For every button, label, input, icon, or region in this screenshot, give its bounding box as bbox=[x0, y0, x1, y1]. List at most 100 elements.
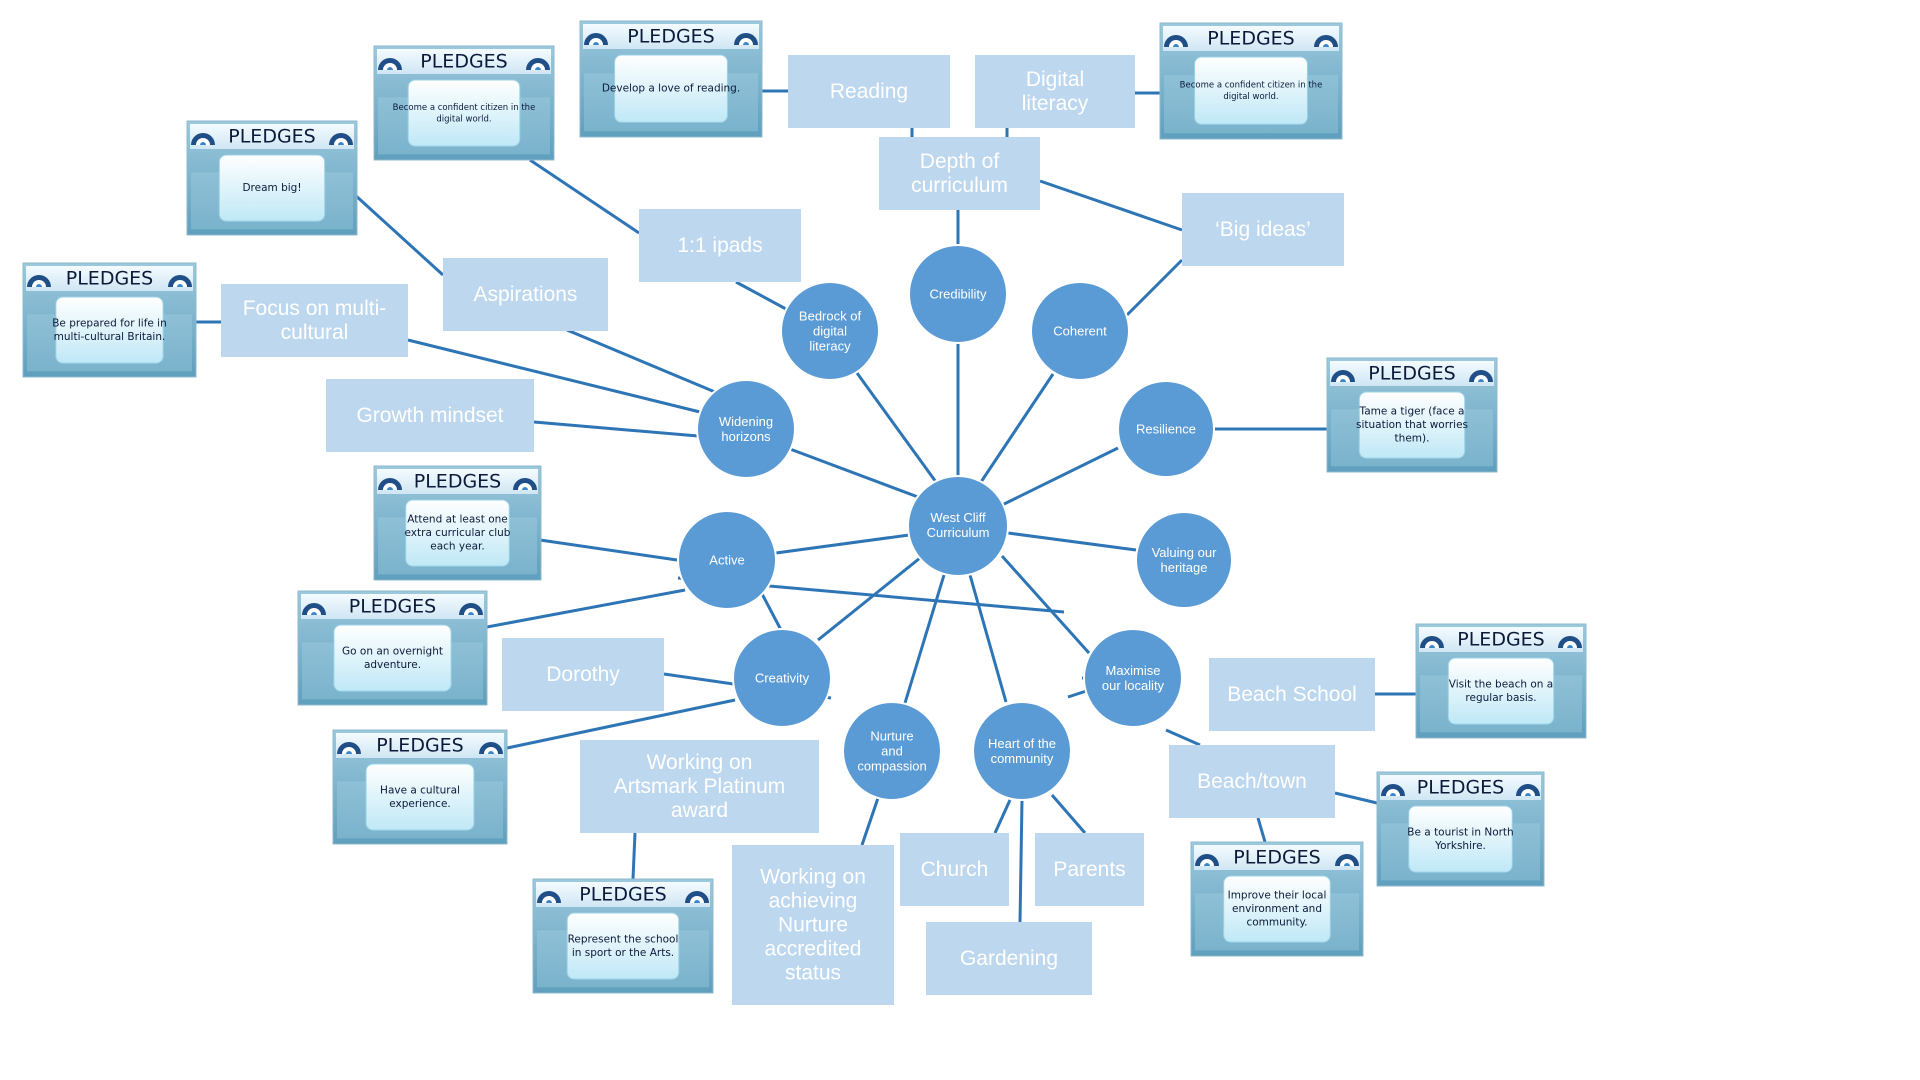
school-logo-icon bbox=[1331, 370, 1355, 382]
hub-label-line: horizons bbox=[721, 429, 771, 444]
box-background bbox=[1209, 658, 1375, 731]
pledge-title: PLEDGES bbox=[1368, 363, 1455, 385]
connector-line bbox=[1039, 179, 1183, 232]
box-background bbox=[221, 284, 408, 357]
hub-label-line: Heart of the bbox=[988, 736, 1056, 751]
hub-circle bbox=[696, 379, 796, 479]
school-logo-icon bbox=[1420, 636, 1444, 648]
box-label-line: ‘Big ideas’ bbox=[1215, 218, 1311, 241]
connector-line bbox=[486, 588, 686, 629]
box-multicultural: Focus on multi-cultural bbox=[221, 284, 408, 357]
box-label-line: Aspirations bbox=[474, 283, 578, 306]
hub-label-line: Active bbox=[709, 552, 744, 567]
school-logo-icon bbox=[1558, 636, 1582, 648]
center-circle bbox=[907, 475, 1009, 577]
pledge-title: PLEDGES bbox=[420, 51, 507, 73]
pledge-card-panel bbox=[1408, 805, 1513, 873]
pledge-header bbox=[1330, 361, 1494, 386]
box-label: Gardening bbox=[960, 947, 1058, 970]
pledge-title: PLEDGES bbox=[579, 884, 666, 906]
pledge-title: PLEDGES bbox=[66, 268, 153, 290]
box-label: 1:1 ipads bbox=[677, 234, 762, 257]
hub-label-line: Maximise bbox=[1106, 663, 1161, 678]
hub-label: Credibility bbox=[929, 286, 987, 301]
hub-resilience: Resilience bbox=[1117, 380, 1215, 478]
connector-line bbox=[817, 556, 921, 642]
box-label-line: Nurture bbox=[778, 914, 848, 937]
hub-label-line: Valuing our bbox=[1152, 545, 1217, 560]
hub-label-line: community bbox=[991, 751, 1054, 766]
box-background bbox=[926, 922, 1092, 995]
pledge-text-line: Represent the school bbox=[568, 933, 679, 945]
connector-line bbox=[855, 372, 938, 483]
connector-line bbox=[353, 193, 445, 277]
pledge-card-beach: PLEDGES Visit the beach on a regular basis… bbox=[1415, 623, 1587, 739]
box-label-line: Dorothy bbox=[546, 663, 620, 686]
connector-line bbox=[903, 574, 946, 704]
box-background bbox=[443, 258, 608, 331]
hub-label: Active bbox=[709, 552, 744, 567]
school-logo-icon bbox=[329, 133, 353, 145]
connector-line bbox=[533, 420, 699, 438]
pledge-header bbox=[26, 266, 193, 291]
box-label-line: Reading bbox=[830, 80, 908, 103]
connector-line bbox=[1125, 258, 1184, 317]
connector-line bbox=[1000, 554, 1091, 655]
pledge-text-line: digital world. bbox=[1223, 92, 1278, 102]
box-background bbox=[1182, 193, 1344, 266]
pledge-text: Develop a love of reading. bbox=[602, 83, 740, 95]
school-logo-icon bbox=[459, 603, 483, 615]
pledge-title: PLEDGES bbox=[1233, 847, 1320, 869]
pledge-text-line: digital world. bbox=[436, 114, 491, 124]
hub-circle bbox=[1030, 281, 1130, 381]
hub-circle bbox=[732, 628, 832, 728]
box-background bbox=[879, 137, 1040, 210]
connector-line bbox=[1007, 531, 1137, 552]
pledge-card-panel bbox=[1194, 56, 1308, 125]
pledge-header bbox=[1380, 775, 1541, 800]
pledge-text-line: Go on an overnight bbox=[342, 645, 443, 657]
box-background bbox=[1169, 745, 1335, 818]
pledge-text-line: Visit the beach on a bbox=[1449, 678, 1553, 690]
pledge-text-line: regular basis. bbox=[1465, 692, 1536, 704]
connector-line bbox=[1050, 794, 1087, 834]
hub-label-line: compassion bbox=[857, 758, 926, 773]
hub-label-line: Credibility bbox=[929, 286, 987, 301]
connector-line bbox=[968, 574, 1008, 703]
box-label-line: Growth mindset bbox=[356, 404, 503, 427]
pledge-card-panel bbox=[1223, 875, 1331, 943]
pledge-header bbox=[377, 469, 538, 494]
connector-line bbox=[979, 373, 1055, 483]
hub-label-line: Bedrock of bbox=[799, 308, 862, 323]
pledge-title: PLEDGES bbox=[1457, 629, 1544, 651]
box-background bbox=[975, 55, 1135, 128]
pledge-text-line: Develop a love of reading. bbox=[602, 83, 740, 95]
box-aspirations: Aspirations bbox=[443, 258, 608, 331]
hub-circle bbox=[677, 510, 777, 610]
box-label: Aspirations bbox=[474, 283, 578, 306]
box-beachtown: Beach/town bbox=[1169, 745, 1335, 818]
box-label: Focus on multi-cultural bbox=[243, 297, 387, 344]
pledge-text-line: them). bbox=[1395, 433, 1430, 445]
pledge-text-line: Be prepared for life in bbox=[52, 317, 167, 329]
